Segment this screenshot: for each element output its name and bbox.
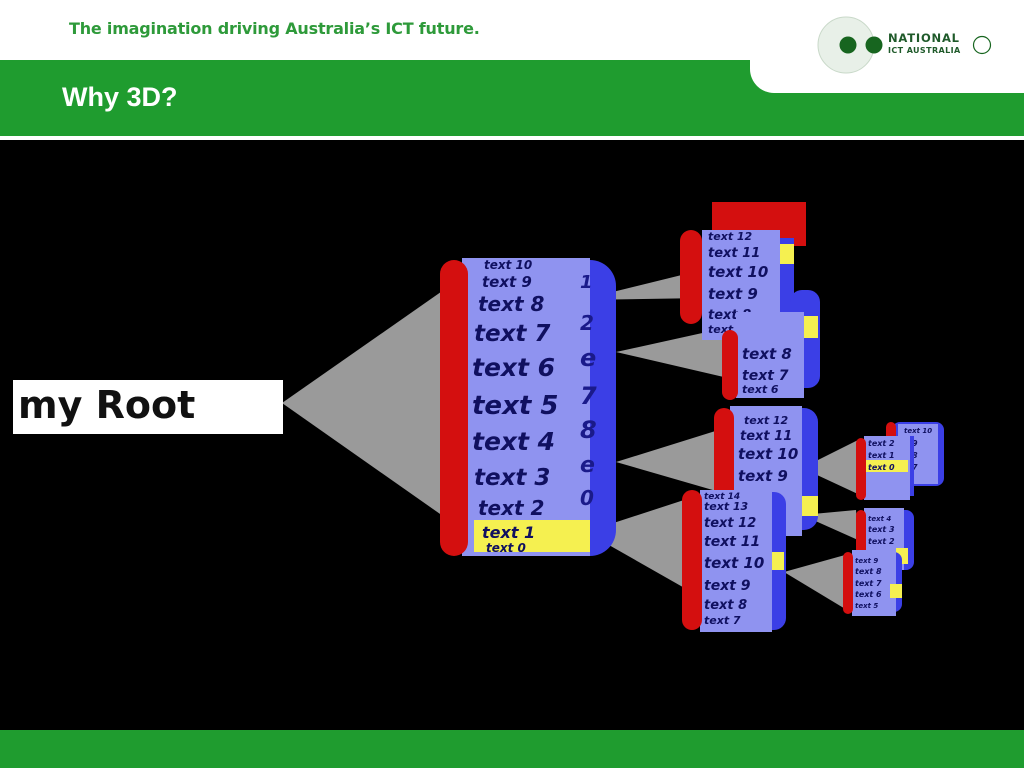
root-connector: [282, 280, 470, 535]
tagline: The imagination driving Australia’s ICT …: [69, 19, 480, 38]
child-d-label[interactable]: text 11: [704, 534, 760, 550]
main-selected-band: [474, 520, 590, 552]
child-d-label[interactable]: text 13: [704, 500, 749, 513]
main-drum-back-glyph[interactable]: 7: [580, 382, 597, 410]
main-drum-back-glyph[interactable]: 2: [580, 311, 594, 335]
slide-title: Why 3D?: [62, 82, 178, 112]
leaf-2-label[interactable]: text 2: [868, 537, 895, 546]
leaf-1-label[interactable]: text 1: [868, 451, 895, 460]
title-underline: [0, 136, 1024, 139]
main-drum-label[interactable]: text 7: [474, 321, 550, 347]
nicta-logo: [817, 16, 992, 74]
leaf-drum-3[interactable]: text 9 text 8 text 7 text 6 text 5: [843, 550, 902, 616]
main-drum-back-glyph[interactable]: e: [580, 344, 596, 372]
leaf-3-label[interactable]: text 6: [855, 590, 882, 599]
footer-bar: [0, 730, 1024, 768]
logo-text-national: NATIONAL: [888, 31, 960, 45]
main-drum-label[interactable]: text 10: [484, 258, 532, 272]
child-c-label[interactable]: text 11: [740, 429, 792, 444]
child-a-label[interactable]: text 11: [708, 246, 760, 261]
logo-dot-icon: [865, 36, 883, 54]
main-drum-label[interactable]: text 0: [486, 541, 526, 555]
child-b-label[interactable]: text 7: [742, 368, 789, 384]
child-c-label[interactable]: text 9: [738, 467, 788, 485]
child-c-label[interactable]: text 10: [738, 445, 798, 463]
main-drum-label[interactable]: text 4: [472, 427, 555, 456]
leaf-3-label[interactable]: text 7: [855, 579, 882, 588]
main-drum-label[interactable]: text 2: [478, 496, 544, 520]
leaf-drum-1[interactable]: text 10 9 8 7 text 2 text 1 text 0: [856, 422, 944, 500]
connector-b: [616, 328, 728, 378]
leaf-1-back-label[interactable]: 9: [912, 439, 918, 448]
logo-ring-icon: [972, 35, 992, 55]
child-d-label[interactable]: text 7: [704, 614, 741, 627]
child-a-label[interactable]: text 9: [708, 285, 758, 303]
leaf-3-label[interactable]: text 9: [855, 557, 878, 565]
main-drum-back-glyph[interactable]: e: [580, 453, 595, 478]
leaf-1-back-label[interactable]: 7: [912, 463, 918, 472]
leaf-2-label[interactable]: text 3: [868, 525, 895, 534]
main-drum-back-glyph[interactable]: 1: [580, 272, 593, 293]
child-c-label[interactable]: text 12: [744, 414, 789, 427]
root-node[interactable]: [13, 380, 283, 434]
root-label: my Root: [18, 383, 195, 427]
main-drum-label[interactable]: text 3: [474, 465, 550, 491]
child-d-label[interactable]: text 8: [704, 598, 747, 613]
child-d-label[interactable]: text 10: [704, 554, 764, 572]
leaf-1-label[interactable]: text 2: [868, 439, 895, 448]
child-b-label[interactable]: text 6: [742, 383, 779, 396]
main-drum-back-glyph[interactable]: 0: [580, 486, 594, 510]
leaf-2-label[interactable]: text 4: [868, 515, 891, 523]
connector-d: [586, 500, 688, 590]
leaf-3-label[interactable]: text 5: [855, 602, 878, 610]
child-b-label[interactable]: text 8: [742, 345, 792, 363]
child-d-label[interactable]: text 9: [704, 578, 751, 594]
child-a-label[interactable]: text 12: [708, 230, 753, 243]
main-drum-label[interactable]: text 6: [472, 353, 555, 382]
child-d-label[interactable]: text 14: [704, 492, 740, 502]
logo-dot-icon: [839, 36, 857, 54]
connector-leaf-1: [802, 440, 860, 495]
connector-leaf-3: [784, 555, 847, 610]
main-drum-label[interactable]: text 9: [482, 273, 532, 291]
child-d-label[interactable]: text 12: [704, 516, 756, 531]
logo-text-ict-australia: ICT AUSTRALIA: [888, 46, 961, 55]
leaf-1-back-label[interactable]: 8: [912, 451, 918, 460]
leaf-3-label[interactable]: text 8: [855, 567, 882, 576]
main-rim: [440, 260, 468, 556]
leaf-1-back-label[interactable]: text 10: [904, 427, 932, 435]
main-drum-back-glyph[interactable]: 8: [580, 416, 597, 444]
main-drum-label[interactable]: text 1: [482, 523, 535, 542]
main-drum-label[interactable]: text 8: [478, 292, 545, 316]
leaf-1-label[interactable]: text 0: [868, 463, 895, 472]
main-drum-label[interactable]: text 5: [472, 391, 558, 421]
child-a-label[interactable]: text 10: [708, 263, 768, 281]
connector-c: [616, 428, 730, 495]
